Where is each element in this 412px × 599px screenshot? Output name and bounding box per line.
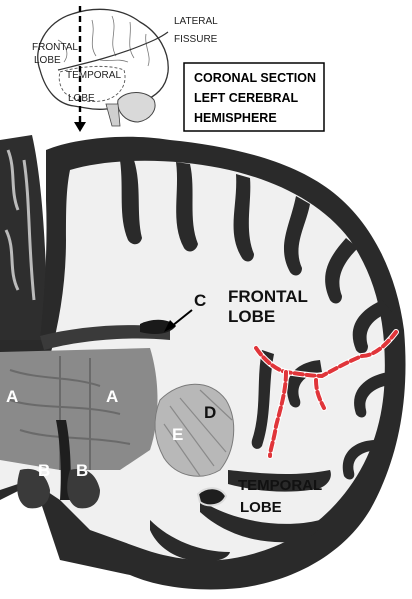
inset-frontal-label: FRONTAL — [32, 42, 78, 53]
inset-cerebellum — [117, 92, 156, 123]
frontal-lobe-label-2: LOBE — [228, 307, 275, 326]
label-c-arrow-line — [171, 309, 193, 327]
inset-lateral-fissure — [57, 31, 169, 71]
section-labels: FRONTAL LOBE TEMPORAL LOBE C D E A A B B — [6, 287, 322, 516]
label-c: C — [194, 291, 206, 310]
temporal-lobe-label-2: LOBE — [240, 499, 282, 516]
inset-frontal-label-2: LOBE — [34, 55, 61, 66]
inset-fissure-label: LATERAL — [174, 16, 218, 27]
lower-structure-right — [67, 468, 100, 509]
title-line-1: CORONAL SECTION — [194, 71, 316, 85]
label-c-arrowhead — [164, 320, 176, 332]
label-b-right: B — [76, 461, 88, 480]
third-ventricle — [56, 420, 71, 500]
label-a-right: A — [106, 387, 118, 406]
temporal-horn — [196, 487, 228, 507]
corpus-callosum — [40, 325, 170, 350]
inset-fissure-label-2: FISSURE — [174, 34, 218, 45]
thalamus-texture — [9, 356, 131, 470]
inset-temporal-label-2: LOBE — [68, 93, 95, 104]
frontal-lobe-label: FRONTAL — [228, 287, 308, 306]
inset-temporal-label: TEMPORAL — [66, 70, 121, 81]
coronal-section — [0, 135, 406, 590]
title-box: CORONAL SECTION LEFT CEREBRAL HEMISPHERE — [183, 62, 325, 132]
inset-brain-outline — [37, 8, 169, 110]
title-line-2: LEFT CEREBRAL — [194, 91, 299, 105]
red-dashed-path — [253, 329, 399, 459]
inset-brainstem — [105, 103, 121, 127]
label-a-left: A — [6, 387, 18, 406]
sulci — [120, 160, 394, 562]
red-dashed-line-main-dash — [254, 330, 398, 379]
label-b-left: B — [38, 461, 50, 480]
label-d: D — [204, 403, 216, 422]
lentiform-nucleus — [154, 383, 235, 477]
lower-structure-left — [17, 468, 50, 509]
midline-cortex — [0, 135, 47, 340]
red-dashed-line-branch-2-dash — [314, 378, 326, 410]
inset-arrowhead — [74, 122, 86, 132]
title-box-border — [183, 62, 325, 132]
temporal-lobe-label: TEMPORAL — [238, 477, 322, 494]
red-dashed-line-branch-1-dash — [268, 370, 288, 458]
inset-brain-diagram: FRONTAL LOBE TEMPORAL LOBE LATERAL FISSU… — [32, 6, 218, 132]
lentiform-striations — [163, 389, 233, 477]
inset-gyri — [57, 15, 150, 67]
label-e: E — [172, 425, 183, 444]
title-line-3: HEMISPHERE — [194, 111, 277, 125]
midline-gyri — [4, 149, 36, 301]
